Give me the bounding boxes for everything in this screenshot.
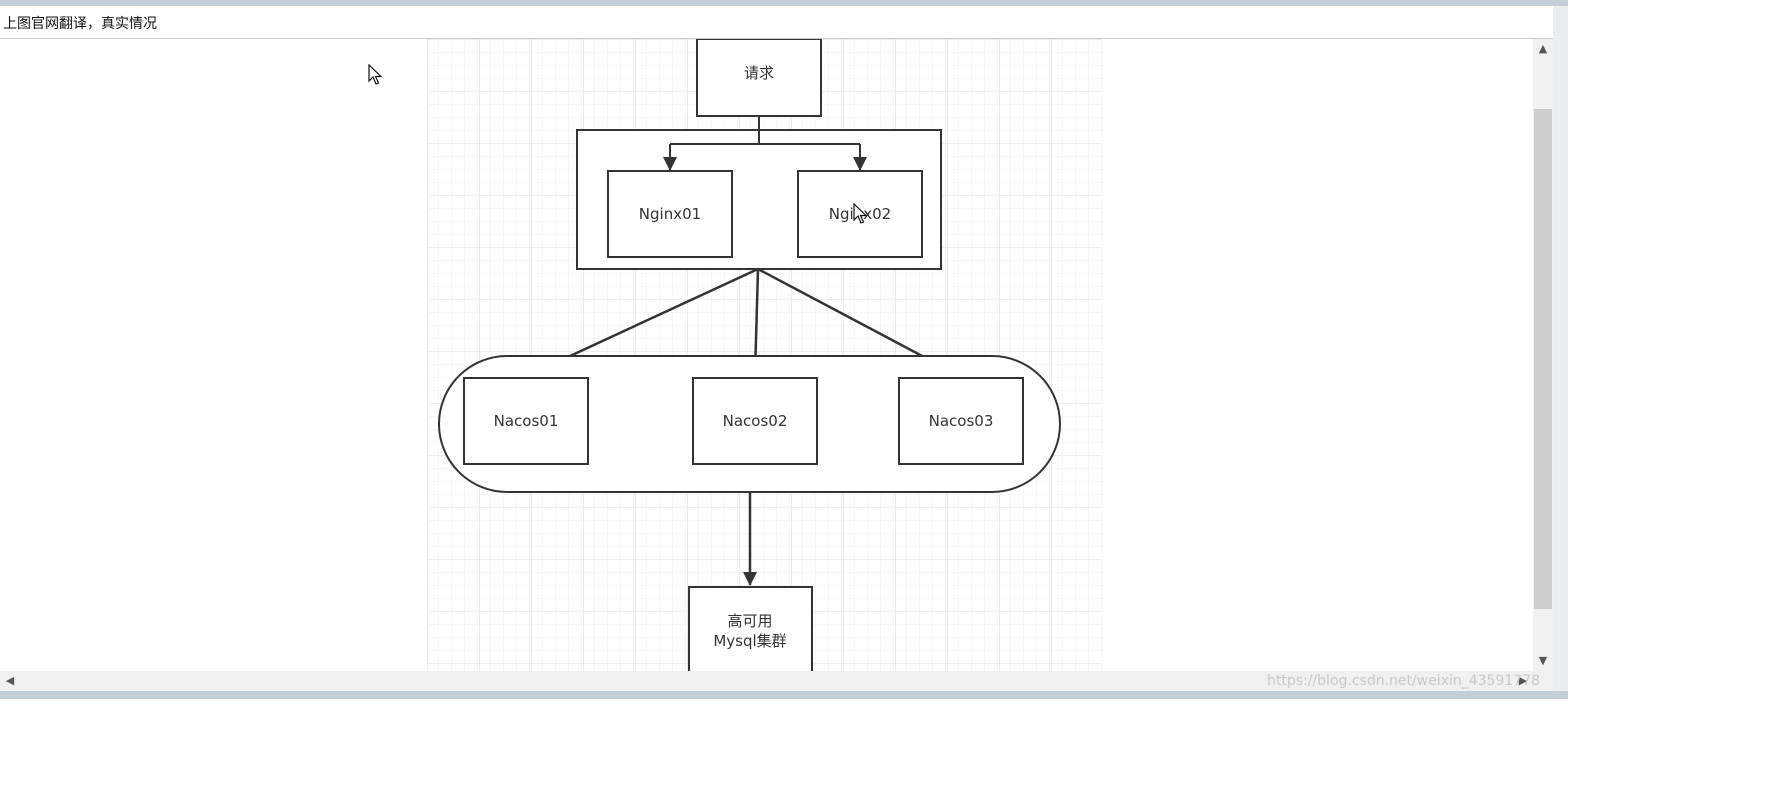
vertical-scrollbar[interactable]: ▲ ▼ bbox=[1533, 39, 1553, 671]
window-title: 上图官网翻译，真实情况 bbox=[3, 16, 157, 32]
caret-right-icon[interactable]: ▶ bbox=[1518, 674, 1528, 687]
window-top-frame bbox=[0, 0, 1568, 6]
mysql-cluster-box[interactable] bbox=[688, 586, 813, 671]
nacos03-box[interactable] bbox=[898, 377, 1024, 465]
mouse-pointer-icon bbox=[368, 64, 383, 85]
window-right-frame bbox=[1553, 6, 1568, 699]
nacos02-label: Nacos02 bbox=[723, 412, 788, 430]
diagram-viewport[interactable]: 请求 Nginx01 Nginx02 Nacos01 Nacos02 bbox=[0, 39, 1533, 671]
title-bar: 上图官网翻译，真实情况 bbox=[0, 6, 1568, 39]
nginx01-box[interactable] bbox=[607, 170, 733, 258]
nacos03-label: Nacos03 bbox=[929, 412, 994, 430]
nacos02-box[interactable] bbox=[692, 377, 818, 465]
window-bottom-frame bbox=[0, 691, 1568, 699]
mouse-pointer-icon bbox=[853, 203, 868, 224]
mysql-label-line2: Mysql集群 bbox=[713, 632, 786, 650]
horizontal-scrollbar[interactable]: ◀ ▶ bbox=[0, 671, 1553, 691]
nacos01-label: Nacos01 bbox=[494, 412, 559, 430]
caret-left-icon[interactable]: ◀ bbox=[5, 674, 15, 687]
app-window: 上图官网翻译，真实情况 bbox=[0, 0, 1568, 699]
caret-up-icon[interactable]: ▲ bbox=[1538, 42, 1548, 55]
vertical-scroll-thumb[interactable] bbox=[1534, 109, 1552, 609]
request-label: 请求 bbox=[744, 64, 774, 82]
nacos01-box[interactable] bbox=[463, 377, 589, 465]
request-box[interactable] bbox=[696, 39, 822, 117]
caret-down-icon[interactable]: ▼ bbox=[1538, 654, 1548, 667]
watermark: https://blog.csdn.net/weixin_43591778 bbox=[1266, 673, 1540, 689]
nginx01-label: Nginx01 bbox=[639, 205, 701, 223]
mysql-label-line1: 高可用 bbox=[727, 612, 772, 630]
architecture-diagram: 请求 Nginx01 Nginx02 Nacos01 Nacos02 bbox=[427, 39, 1102, 671]
